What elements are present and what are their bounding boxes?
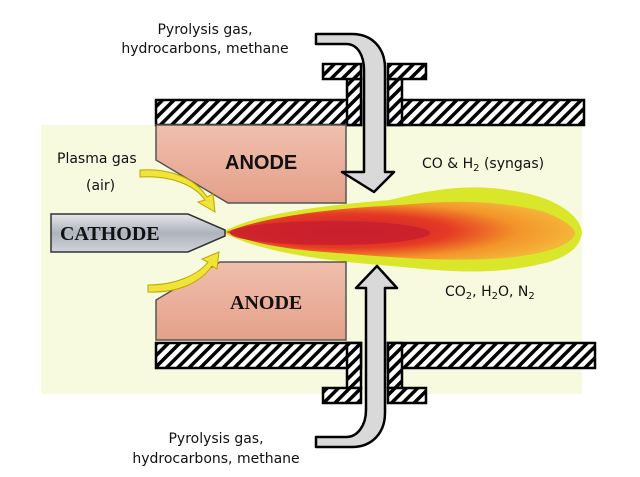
products-sub1: 2 bbox=[466, 291, 472, 302]
syngas-label: CO & H2 (syngas) bbox=[422, 156, 544, 174]
bottom-wall-left bbox=[154, 341, 363, 370]
top-wall-left bbox=[154, 98, 363, 127]
plasma-gas-label-line2: (air) bbox=[86, 178, 115, 194]
cathode bbox=[50, 213, 226, 253]
top-inlet-label-line1: Pyrolysis gas, bbox=[157, 22, 252, 38]
bottom-wall-right bbox=[386, 341, 597, 370]
cathode-label: CATHODE bbox=[60, 223, 160, 245]
plasma-gas-label-line1: Plasma gas bbox=[57, 151, 137, 167]
syngas-text-b: (syngas) bbox=[480, 156, 545, 172]
bottom-flange-right bbox=[386, 386, 428, 405]
bottom-flange-left bbox=[321, 386, 363, 405]
plasma-gas-arrow-top bbox=[139, 169, 216, 213]
bottom-inlet-label-line2: hydrocarbons, methane bbox=[132, 451, 299, 467]
top-wall-right bbox=[386, 98, 586, 127]
top-pipe-wall-right bbox=[386, 77, 404, 127]
anode-top bbox=[155, 124, 347, 204]
products-co: CO bbox=[445, 284, 466, 300]
products-o: O, N bbox=[498, 284, 528, 300]
plasma-gas-arrow-bottom bbox=[147, 251, 220, 293]
products-sub2: 2 bbox=[492, 291, 498, 302]
syngas-text-a: CO & H bbox=[422, 156, 473, 172]
products-sub3: 2 bbox=[528, 291, 534, 302]
inlet-arrow-top bbox=[314, 32, 396, 194]
inlet-arrow-bottom bbox=[314, 264, 399, 449]
anode-top-label: ANODE bbox=[225, 152, 297, 174]
top-inlet-label-line2: hydrocarbons, methane bbox=[121, 41, 288, 57]
top-flange-right bbox=[386, 62, 428, 81]
syngas-subscript: 2 bbox=[473, 163, 479, 174]
products-label: CO2, H2O, N2 bbox=[445, 284, 535, 302]
top-flange-left bbox=[321, 62, 363, 81]
anode-bottom bbox=[155, 261, 347, 341]
plasma-flame bbox=[222, 187, 582, 272]
products-h: , H bbox=[472, 284, 491, 300]
bottom-pipe-wall-right bbox=[386, 341, 404, 390]
bottom-pipe-wall-left bbox=[345, 341, 363, 390]
top-pipe-wall-left bbox=[345, 77, 363, 127]
anode-bottom-label: ANODE bbox=[230, 292, 302, 314]
bottom-inlet-label-line1: Pyrolysis gas, bbox=[168, 431, 263, 447]
